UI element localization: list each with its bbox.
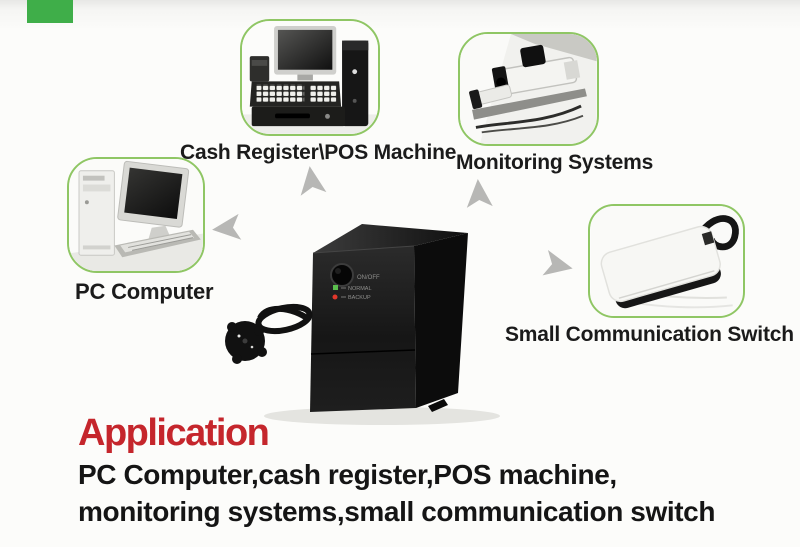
ups-front-face: [310, 246, 416, 412]
power-button-highlight: [335, 268, 341, 274]
backup-led: [332, 294, 338, 300]
section-title: Application: [78, 412, 270, 454]
pc-computer-card: [67, 157, 205, 273]
desktop-pc-icon: [69, 159, 203, 271]
description-line-2: monitoring systems,small communication s…: [78, 496, 716, 527]
arrow-to-pos-machine: [300, 166, 327, 196]
arrow-to-pc: [212, 213, 242, 240]
communication-switch-card: [588, 204, 745, 318]
ups-device: ON/OFF NORMAL BACKUP: [225, 224, 500, 425]
power-cable-loop: [255, 303, 313, 335]
ups-top-edge: [312, 245, 415, 254]
pos-machine-label: Cash Register\POS Machine: [180, 141, 457, 164]
pos-machine-card: [240, 19, 380, 136]
cash-register-icon: [242, 21, 378, 134]
cctv-camera-icon: [460, 34, 597, 144]
ups-side-face: [414, 233, 468, 408]
ups-shadow: [264, 407, 500, 425]
power-button-label: ON/OFF: [357, 275, 380, 281]
power-cable: [257, 305, 312, 323]
monitoring-systems-label: Monitoring Systems: [456, 151, 654, 174]
monitoring-systems-card: [458, 32, 599, 146]
power-plug: [225, 321, 267, 364]
power-button: [330, 263, 354, 287]
normal-led-label: NORMAL: [348, 286, 372, 292]
ups-foot: [428, 399, 448, 412]
pc-computer-label: PC Computer: [75, 279, 214, 304]
communication-switch-label: Small Communication Switch: [505, 323, 794, 346]
description-line-1: PC Computer,cash register,POS machine,: [78, 459, 617, 490]
backup-led-label: BACKUP: [348, 295, 371, 301]
ups-top-face: [313, 224, 468, 253]
normal-led: [333, 285, 338, 290]
network-switch-icon: [590, 206, 743, 316]
arrow-to-monitoring: [466, 179, 493, 208]
ups-front-seam: [310, 349, 416, 355]
arrow-to-switch: [542, 249, 573, 276]
corner-accent-block: [27, 0, 73, 23]
